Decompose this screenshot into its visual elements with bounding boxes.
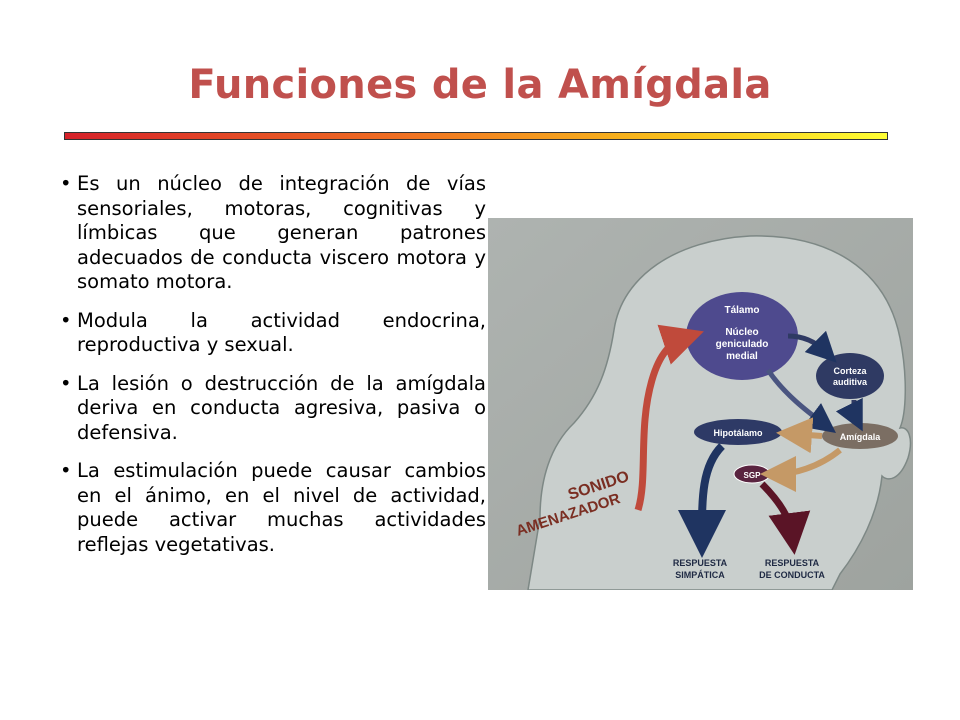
hipotalamo-label: Hipotálamo — [713, 428, 763, 438]
sgp-to-conducta-arrow — [759, 481, 811, 555]
cortex-to-amygdala-arrow — [835, 397, 863, 432]
bullet-item: La lesión o destrucción de la amígdala d… — [60, 372, 486, 446]
respuesta-simpatica-label: SIMPÁTICA — [675, 570, 725, 580]
head-silhouette — [527, 235, 912, 590]
thalamus-to-cortex-arrow — [787, 330, 837, 363]
respuesta-conducta-label: DE CONDUCTA — [759, 570, 825, 580]
amygdala-diagram: Tálamo Núcleo geniculado medial Corteza … — [488, 218, 913, 590]
hipotalamo-ellipse — [694, 419, 782, 445]
respuesta-simpatica-label: RESPUESTA — [673, 558, 728, 568]
bullet-item: Modula la actividad endocrina, reproduct… — [60, 309, 486, 358]
slide-title: Funciones de la Amígdala — [188, 62, 772, 108]
hipotalamo-to-simpatica-arrow — [678, 443, 727, 558]
corteza-label: auditiva — [833, 377, 868, 387]
bullet-item: Es un núcleo de integración de vías sens… — [60, 172, 486, 295]
sgp-label: SGP — [744, 471, 762, 480]
corteza-ellipse — [816, 353, 884, 399]
nucleo-label: Núcleo — [725, 327, 758, 338]
title-divider — [64, 132, 888, 140]
talamo-ellipse — [686, 292, 798, 380]
corteza-label: Corteza — [833, 366, 867, 376]
nucleo-label: medial — [726, 351, 758, 362]
bullet-item: La estimulación puede causar cambios en … — [60, 459, 486, 557]
respuesta-conducta-label: RESPUESTA — [765, 558, 820, 568]
amigdala-label: Amígdala — [840, 432, 882, 442]
thalamus-to-amygdala-arrow — [765, 368, 836, 434]
amygdala-to-hipotalamo-arrow — [776, 417, 823, 454]
sound-arrow — [634, 324, 704, 512]
nucleo-label: geniculado — [716, 339, 769, 350]
bullet-list: Es un núcleo de integración de vías sens… — [60, 172, 486, 571]
amygdala-to-sgp-arrow — [760, 447, 842, 492]
talamo-label: Tálamo — [724, 305, 759, 316]
